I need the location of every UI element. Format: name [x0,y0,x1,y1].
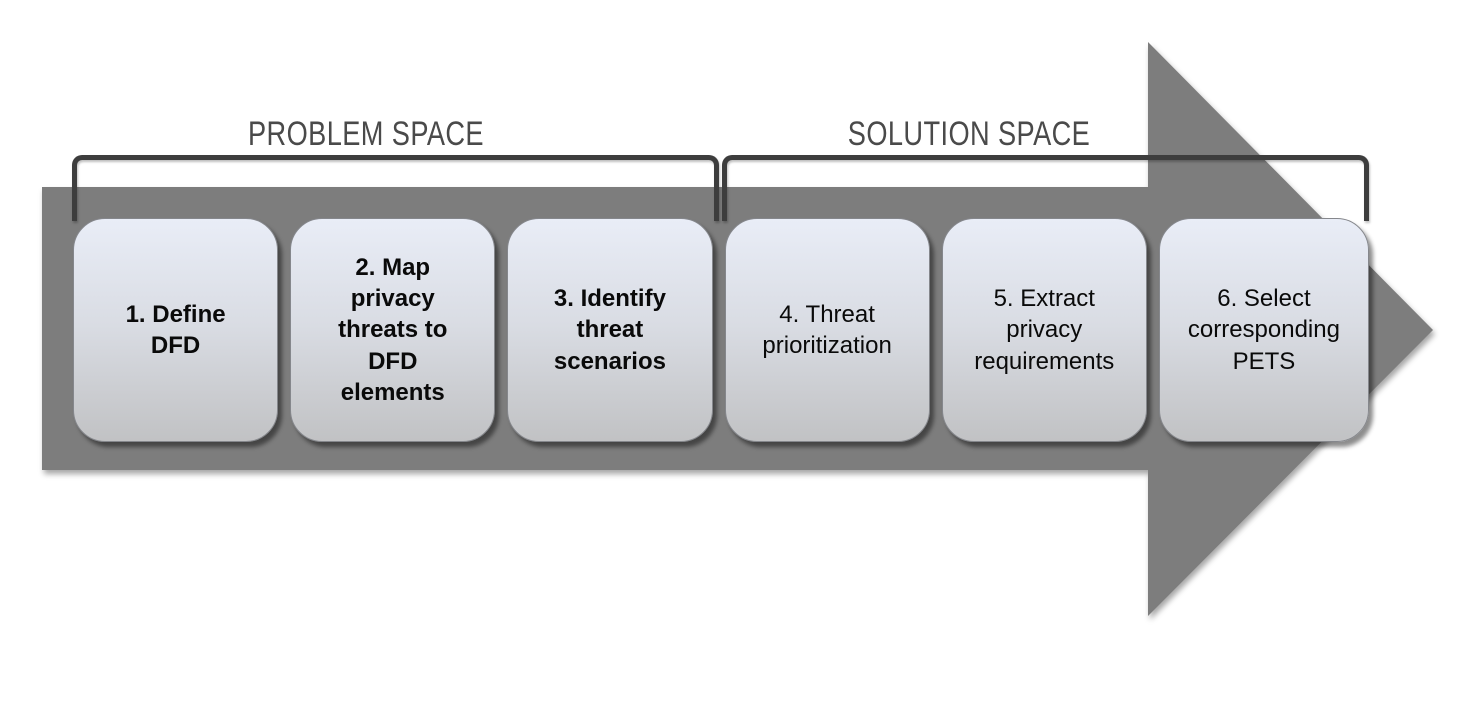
step-box-4: 4. Threat prioritization [724,218,930,442]
step-box-1: 1. Define DFD [73,218,279,442]
solution-space-label: SOLUTION SPACE [847,115,1091,153]
step-box-6: 6. Select corresponding PETS [1158,218,1369,442]
step-box-2: 2. Map privacy threats to DFD elements [290,218,496,442]
problem-space-bracket [72,155,719,221]
solution-space-bracket [722,155,1369,221]
step-box-3: 3. Identify threat scenarios [507,218,713,442]
step-box-5: 5. Extract privacy requirements [941,218,1147,442]
problem-space-label: PROBLEM SPACE [248,115,484,153]
steps-row: 1. Define DFD 2. Map privacy threats to … [73,218,1369,442]
